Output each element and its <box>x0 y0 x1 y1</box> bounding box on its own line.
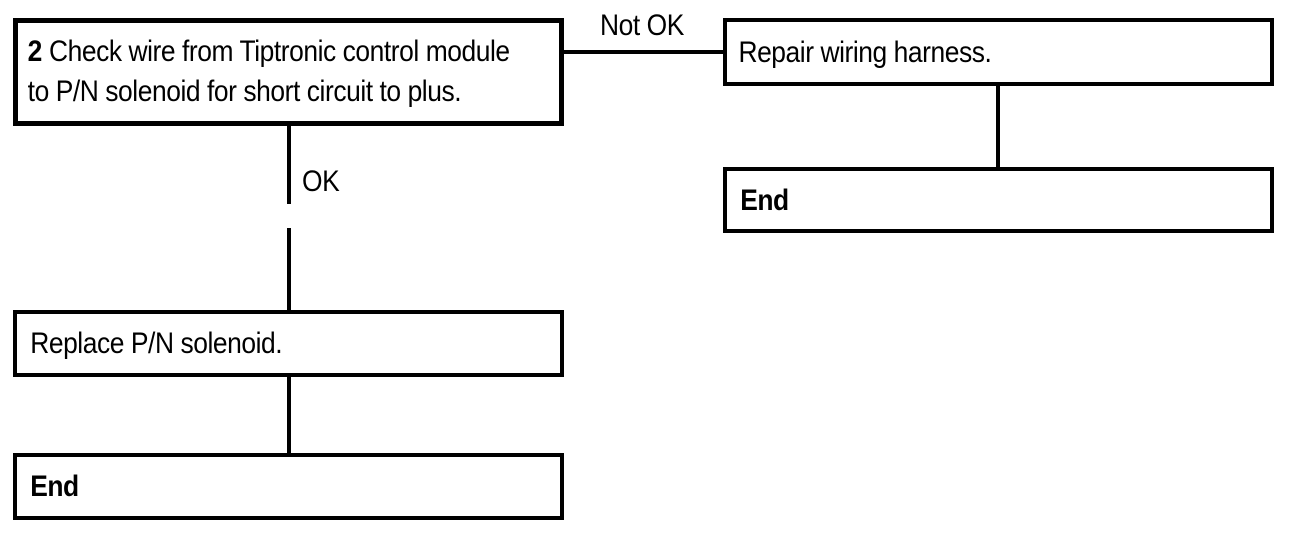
not-ok-branch-line <box>564 50 723 54</box>
end-box-right: End <box>723 167 1274 233</box>
step-2-line2: to P/N solenoid for short circuit to plu… <box>27 75 462 108</box>
ok-branch-line-lower <box>287 228 291 310</box>
repair-wiring-harness-text: Repair wiring harness. <box>738 35 992 69</box>
not-ok-label-text: Not OK <box>600 9 684 42</box>
replace-solenoid-box: Replace P/N solenoid. <box>13 310 564 377</box>
replace-to-end-line <box>287 377 291 453</box>
step-number: 2 <box>27 35 43 68</box>
ok-label-text: OK <box>302 165 340 198</box>
repair-wiring-harness-box: Repair wiring harness. <box>723 18 1274 86</box>
not-ok-label: Not OK <box>600 10 695 42</box>
step-line1-text: Check wire from Tiptronic control module <box>48 35 510 68</box>
repair-to-end-line <box>996 86 1000 167</box>
replace-solenoid-text: Replace P/N solenoid. <box>30 327 283 360</box>
ok-branch-line-upper <box>287 126 291 204</box>
end-box-left-text: End <box>30 470 79 503</box>
end-box-right-text: End <box>740 183 789 217</box>
ok-label: OK <box>302 166 344 198</box>
end-box-left: End <box>13 453 564 520</box>
